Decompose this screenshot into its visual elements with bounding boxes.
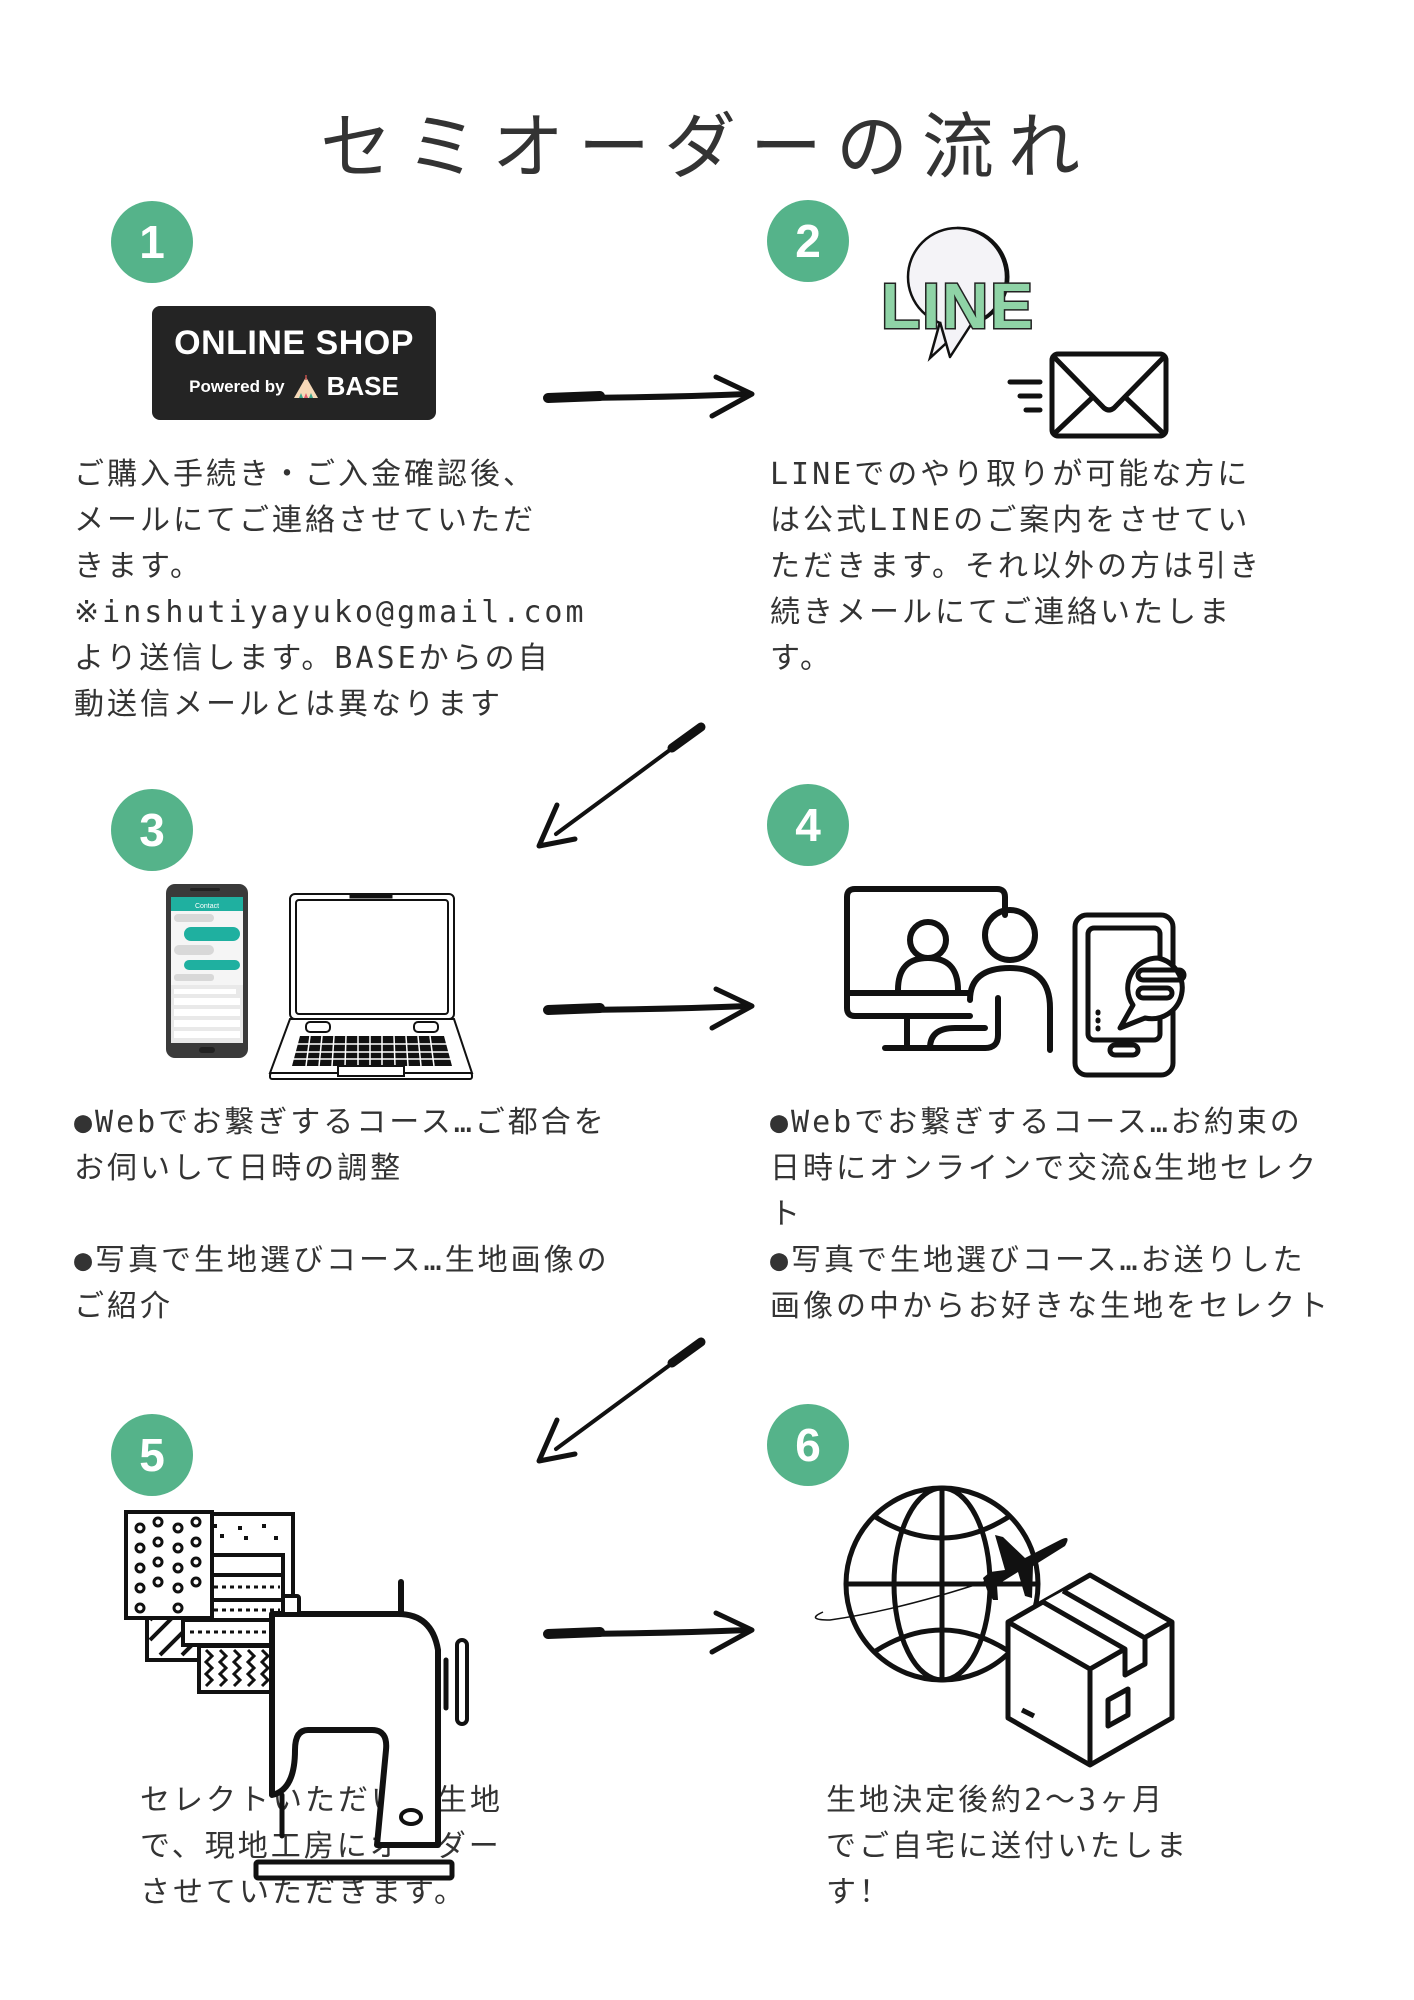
description-line: きます。: [74, 549, 203, 584]
badge-powered-by: Powered by: [189, 376, 285, 396]
laptop-icon: [268, 893, 474, 1080]
step-1-description: ご購入手続き・ご入金確認後、メールにてご連絡させていただきます。 ※inshuti…: [74, 452, 587, 728]
step-3-description: ●Webでお繋ぎするコース…ご都合をお伺いして日時の調整 ●写真で生地選びコース…: [74, 1100, 610, 1330]
step-number-4: 4: [767, 784, 849, 866]
step-number-6: 6: [767, 1404, 849, 1486]
package-box-icon: [1005, 1572, 1175, 1768]
description-line: ※inshutiyayuko@gmail.com: [74, 595, 587, 630]
teepee-icon: [293, 374, 318, 398]
page-title: セミオーダーの流れ: [319, 105, 1094, 189]
description-line: は公式LINEのご案内をさせてい: [770, 503, 1251, 538]
arrow-right-3-to-4: [543, 986, 755, 1031]
description-line: ただきます。それ以外の方は引き: [770, 549, 1262, 584]
airplane-icon: [814, 1535, 1068, 1621]
mail-envelope-icon: [1007, 351, 1169, 439]
description-line: より送信します。BASEからの自: [74, 641, 551, 676]
description-line: ●写真で生地選びコース…生地画像の: [74, 1243, 610, 1278]
fabric-swatches-icon: [124, 1510, 295, 1694]
badge-brand: BASE: [326, 371, 399, 401]
badge-powered-by-row: Powered by BASE: [152, 371, 436, 402]
step-number-5: 5: [111, 1414, 193, 1496]
arrow-right-1-to-2: [543, 374, 755, 419]
description-line: ●Webでお繋ぎするコース…ご都合を: [74, 1105, 607, 1140]
line-logo-icon: LINE: [880, 226, 1035, 362]
smartphone-message-icon: [1072, 912, 1187, 1078]
step-2-description: LINEでのやり取りが可能な方には公式LINEのご案内をさせていただきます。それ…: [770, 452, 1262, 682]
description-line: 続きメールにてご連絡いたしま: [770, 595, 1232, 630]
smartphone-chat-icon: Contact: [166, 884, 248, 1058]
globe-icon: [843, 1485, 1041, 1683]
line-logo-text: LINE: [881, 270, 1035, 342]
phone-header-text: Contact: [195, 903, 219, 910]
arrow-right-5-to-6: [543, 1610, 755, 1655]
description-line: でご自宅に送付いたしま: [826, 1829, 1189, 1864]
description-line: 動送信メールとは異なります: [74, 687, 503, 722]
sewing-machine-icon: [253, 1579, 469, 1881]
step-4-description: ●Webでお繋ぎするコース…お約束の日時にオンラインで交流&生地セレクト ●写真で…: [770, 1100, 1331, 1330]
description-line: ト: [770, 1197, 803, 1232]
description-line: LINEでのやり取りが可能な方に: [770, 457, 1251, 492]
description-line: ご紹介: [74, 1289, 173, 1324]
description-line: す。: [770, 641, 833, 676]
video-call-icon: [844, 886, 1053, 1053]
step-number-1: 1: [111, 201, 193, 283]
step-6-description: 生地決定後約2〜3ヶ月でご自宅に送付いたします！: [826, 1778, 1189, 1916]
arrow-diagonal-4-to-5: [536, 1337, 706, 1464]
description-line: させていただきます。: [140, 1875, 467, 1910]
description-line: ●写真で生地選びコース…お送りした: [770, 1243, 1306, 1278]
description-line: 生地決定後約2〜3ヶ月: [826, 1783, 1166, 1818]
description-line: お伺いして日時の調整: [74, 1151, 404, 1186]
badge-title: ONLINE SHOP: [174, 324, 414, 362]
description-line: ●Webでお繋ぎするコース…お約束の: [770, 1105, 1303, 1140]
step-number-3: 3: [111, 789, 193, 871]
description-line: 画像の中からお好きな生地をセレクト: [770, 1289, 1331, 1324]
description-line: す！: [826, 1875, 892, 1910]
description-line: 日時にオンラインで交流&生地セレク: [770, 1151, 1320, 1186]
arrow-diagonal-2-to-3: [536, 722, 706, 849]
online-shop-badge[interactable]: ONLINE SHOP Powered by BASE: [152, 306, 436, 420]
step-number-2: 2: [767, 200, 849, 282]
description-line: メールにてご連絡させていただ: [74, 503, 536, 538]
description-line: ご購入手続き・ご入金確認後、: [74, 457, 536, 492]
